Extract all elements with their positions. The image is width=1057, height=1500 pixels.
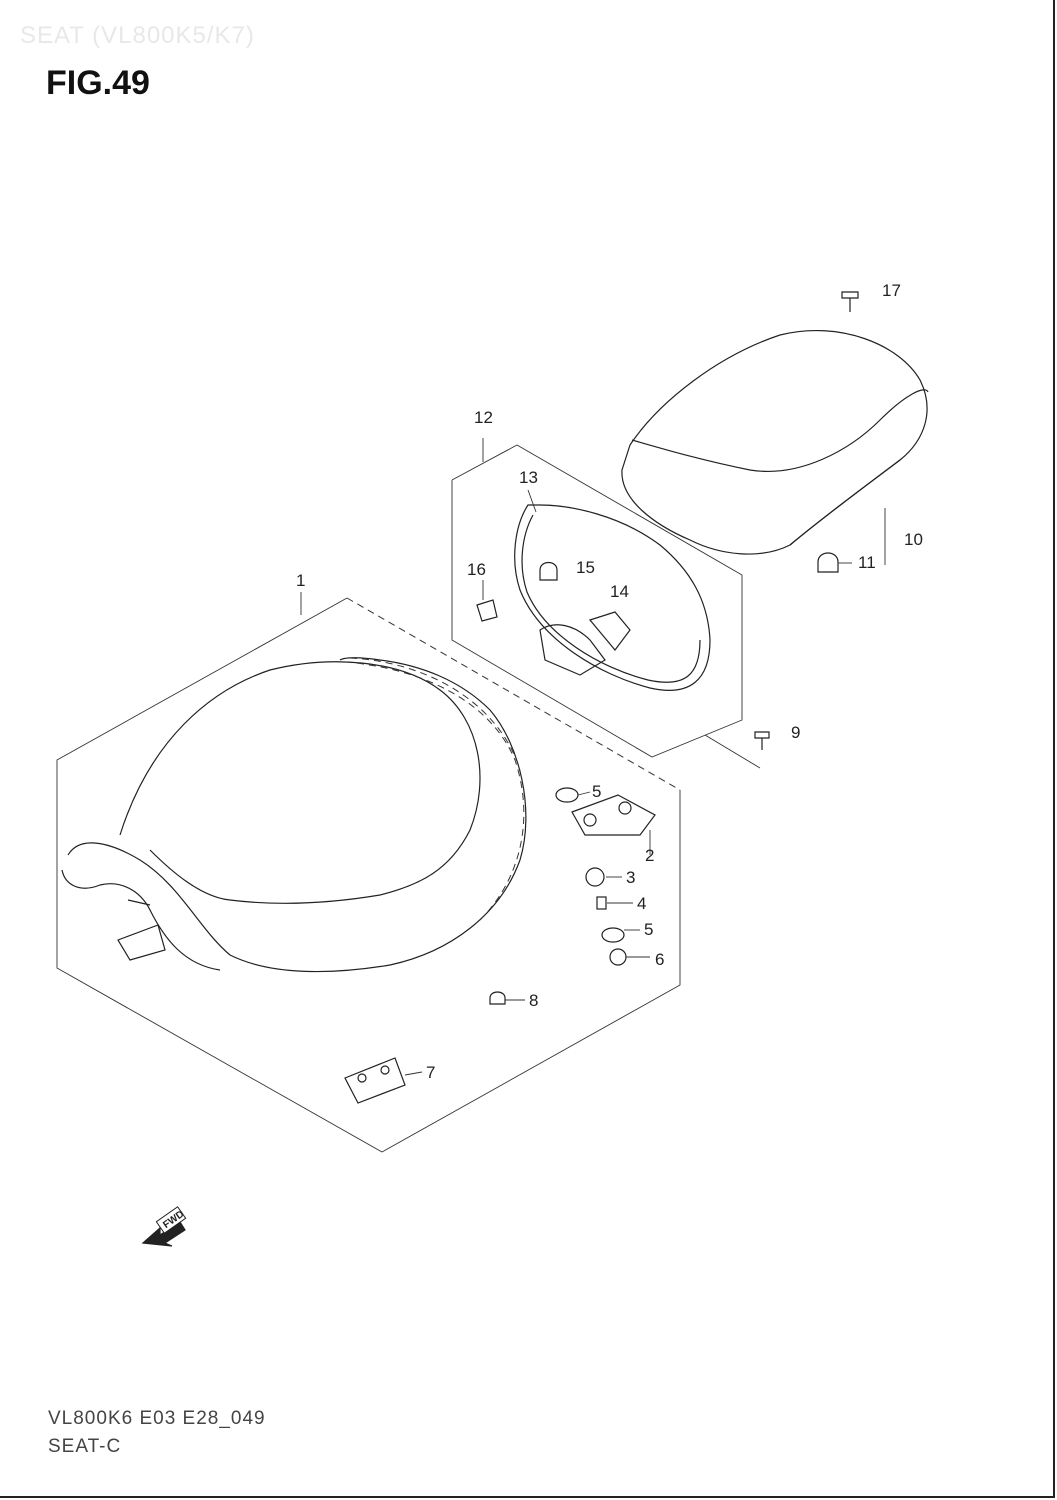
- figure-number: FIG.49: [46, 64, 150, 102]
- callout-1: 1: [296, 571, 305, 590]
- callout-7: 7: [426, 1063, 435, 1082]
- callout-labels: 1 2 3 4 5 5 6 7 8 9 10 11 12 13 14 15 16…: [296, 281, 923, 1082]
- diagram-name: SEAT-C: [48, 1436, 122, 1457]
- leader-lines: [300, 489, 852, 1076]
- callout-17: 17: [882, 281, 901, 300]
- callout-8: 8: [529, 991, 538, 1010]
- callout-6: 6: [655, 950, 664, 969]
- callout-11: 11: [858, 553, 876, 572]
- callout-16: 16: [467, 560, 486, 579]
- callout-3: 3: [626, 868, 635, 887]
- callout-9: 9: [791, 723, 800, 742]
- callout-13: 13: [519, 468, 538, 487]
- callout-14: 14: [610, 582, 629, 601]
- rear-seat-frame: [451, 438, 743, 758]
- callout-4: 4: [637, 894, 646, 913]
- front-seat: [61, 657, 527, 973]
- callout-15: 15: [576, 558, 595, 577]
- faint-header-title: SEAT (VL800K5/K7): [20, 22, 255, 49]
- hardware-bolts: [344, 291, 886, 1104]
- diagram-code: VL800K6 E03 E28_049: [48, 1408, 266, 1429]
- rear-seat-base: [476, 504, 711, 691]
- front-seat-frame: [56, 597, 681, 1153]
- passenger-seat: [621, 330, 929, 555]
- forward-direction-arrow: FWD: [141, 1206, 187, 1247]
- callout-12: 12: [474, 408, 493, 427]
- callout-5-upper: 5: [592, 782, 601, 801]
- callout-2: 2: [645, 846, 654, 865]
- callout-5-lower: 5: [644, 920, 653, 939]
- callout-10: 10: [904, 530, 923, 549]
